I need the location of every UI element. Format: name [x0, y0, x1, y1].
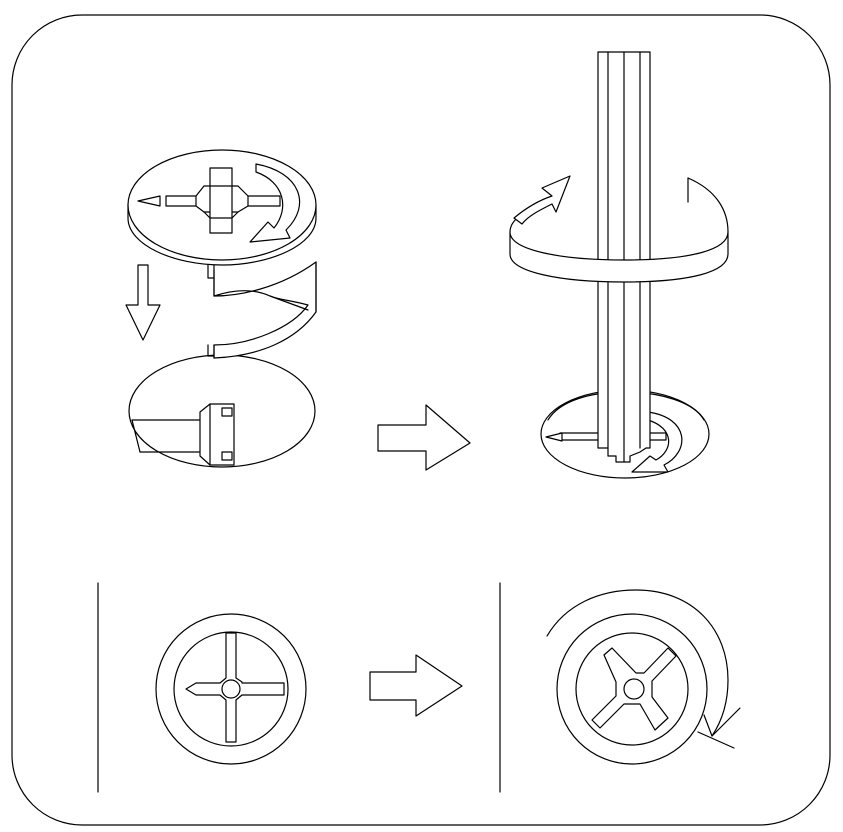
- cam-lock-insert-icon: [125, 149, 317, 468]
- screwdriver-icon: [597, 51, 651, 463]
- diagram-frame: [11, 14, 831, 826]
- cam-head-locked-icon: [556, 613, 708, 765]
- cam-cylinder-icon: [127, 149, 317, 359]
- down-arrow-icon: [125, 264, 161, 341]
- screwdriver-rotate-icon: [509, 51, 729, 479]
- drill-hole-icon: [128, 354, 316, 468]
- cam-head-open-icon: [155, 613, 307, 765]
- right-arrow-icon: [369, 654, 463, 717]
- right-arrow-icon: [377, 404, 471, 471]
- rotate-band-icon: [509, 175, 729, 283]
- rotate-clockwise-icon: [546, 589, 741, 749]
